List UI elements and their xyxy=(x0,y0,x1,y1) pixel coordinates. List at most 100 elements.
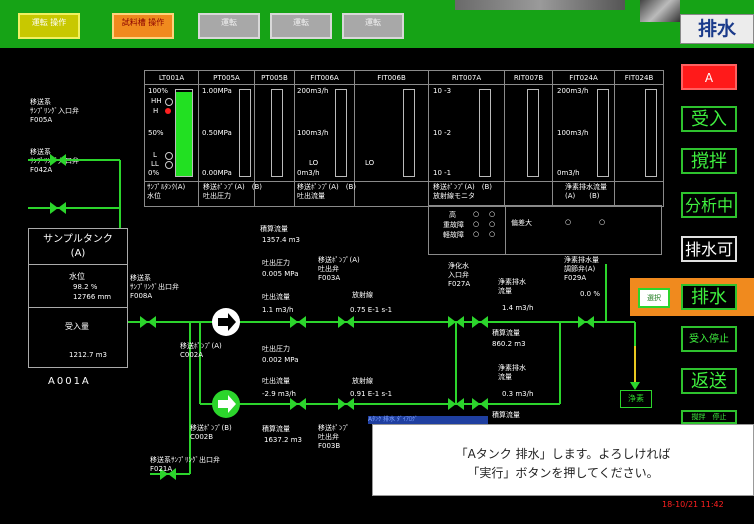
footer-purify: 浄素排水流量 (A) (B) xyxy=(565,183,607,200)
alarm-lamp-ll xyxy=(165,161,173,169)
tank-level-mm: 12766 mm xyxy=(73,293,112,301)
pressure-bar-a xyxy=(239,89,251,177)
tank-level-pct: 98.2 % xyxy=(73,283,98,291)
pump-a-total-value: 1357.4 m3 xyxy=(262,236,300,244)
col-header: LT001A xyxy=(145,71,198,85)
col-header: FIT024A xyxy=(553,71,614,85)
tab-disabled-2[interactable]: 運転 xyxy=(270,13,332,39)
lo-label-b: LO xyxy=(365,159,375,167)
tab-sample-tank[interactable]: 試料槽 操作 xyxy=(112,13,174,39)
instrument-table: LT001A PT005A PT005B FIT006A FIT006B RIT… xyxy=(144,70,664,207)
press-tick-low: 0.00MPa xyxy=(202,169,232,177)
background-photo-strip xyxy=(455,0,625,10)
col-header: RIT007B xyxy=(505,71,552,85)
pump-a-press-value: 0.005 MPa xyxy=(262,270,299,278)
purify-bar-a xyxy=(597,89,609,177)
col-fit006a: FIT006A xyxy=(295,71,355,206)
drain-select-button[interactable]: 選択 xyxy=(638,288,670,308)
tank-recv-value: 1212.7 m3 xyxy=(69,351,107,359)
flow-bar-b xyxy=(403,89,415,177)
tick-0: 0% xyxy=(148,169,160,177)
purify-flow-b-label: 浄素排水 流量 xyxy=(498,364,526,381)
purify-total-label: 積算流量 xyxy=(492,329,520,337)
purify-flow-label: 浄素排水 流量 xyxy=(498,278,526,295)
pump-b-label: 移送ﾎﾟﾝﾌﾟ(B) C002B xyxy=(190,424,232,441)
col-rit007b: RIT007B xyxy=(505,71,553,206)
alarm-divider xyxy=(505,206,506,254)
level-bar-fill xyxy=(176,91,192,176)
purify-valve-label: 浄化水 入口弁 F027A xyxy=(448,262,471,288)
footer-pressure: 移送ﾎﾟﾝﾌﾟ(A) (B) 吐出圧力 xyxy=(203,183,263,200)
pump-b-total-value: 1637.2 m3 xyxy=(264,436,302,444)
inlet-valve-a-label: 移送系 ｻﾝﾌﾟﾘﾝｸﾞ入口弁 F005A xyxy=(30,98,79,124)
pump-a-label: 移送ﾎﾟﾝﾌﾟ(A) C002A xyxy=(180,342,222,359)
sample-tank: サンプルタンク (A) 水位 98.2 % 12766 mm 受入量 1212.… xyxy=(28,228,128,368)
tick-100: 100% xyxy=(148,87,169,95)
col-header: FIT006B xyxy=(355,71,428,85)
alarm-lamps-b: ○○○ xyxy=(489,210,496,238)
drain-destination-box: 浄素 xyxy=(620,390,652,408)
pump-b-press-value: 0.002 MPa xyxy=(262,356,299,364)
rad-tick-mid: 10 -2 xyxy=(433,129,452,137)
col-header: PT005A xyxy=(199,71,254,85)
press-tick-high: 1.00MPa xyxy=(202,87,232,95)
tick-ll: LL xyxy=(151,160,159,168)
press-tick-mid: 0.50MPa xyxy=(202,129,232,137)
col-pt005b: PT005B xyxy=(255,71,295,206)
dialog-line-2: 「実行」ボタンを押してください。 xyxy=(467,466,659,480)
level-bar xyxy=(175,89,193,177)
drain-ok-indicator: 排水可 xyxy=(681,236,737,262)
alarm-deviation-lamp-b: ○ xyxy=(599,218,606,226)
lower-outlet-valve-label: 移送系ｻﾝﾌﾟﾘﾝｸﾞ出口弁 F021A xyxy=(150,456,220,473)
flow-tick-high: 200m3/h xyxy=(297,87,329,95)
col-header: FIT006A xyxy=(295,71,354,85)
stir-button[interactable]: 撹拌 xyxy=(681,148,737,174)
footer-level: ｻﾝﾌﾟﾙﾀﾝｸ(A) 水位 xyxy=(147,183,186,200)
tab-operation[interactable]: 運転 操作 xyxy=(18,13,80,39)
tank-recv-label: 受入量 xyxy=(65,322,89,331)
alarm-lamp-hh xyxy=(165,98,173,106)
receive-button[interactable]: 受入 xyxy=(681,106,737,132)
rad-b-value: 0.91 E-1 s-1 xyxy=(350,390,393,398)
discharge-valve-b-label: 移送ﾎﾟﾝﾌﾟ 吐出弁 F003B xyxy=(318,424,350,450)
pump-b-flow-label: 吐出流量 xyxy=(262,377,290,385)
col-pt005a: PT005A xyxy=(199,71,255,206)
rad-a-value: 0.75 E-1 s-1 xyxy=(350,306,393,314)
rad-tick-high: 10 -3 xyxy=(433,87,452,95)
analyzing-button[interactable]: 分析中 xyxy=(681,192,737,218)
alarm-box: 高 重故障 軽故障 ○○○ ○○○ 偏差大 ○ ○ xyxy=(428,205,662,255)
tank-level-label: 水位 xyxy=(69,272,85,281)
alarm-row-major: 重故障 xyxy=(443,221,464,229)
rad-b-label: 放射線 xyxy=(352,377,373,385)
col-rit007a: RIT007A xyxy=(429,71,505,206)
tab-disabled-3[interactable]: 運転 xyxy=(342,13,404,39)
receive-stop-button[interactable]: 受入停止 xyxy=(681,326,737,352)
discharge-valve-a-label: 移送ﾎﾟﾝﾌﾟ(A) 吐出弁 F003A xyxy=(318,256,360,282)
stir-stop-button[interactable]: 撹拌 停止 xyxy=(681,410,737,424)
pump-a-flow-value: 1.1 m3/h xyxy=(262,306,294,314)
alarm-row-high: 高 xyxy=(449,211,456,219)
background-photo-corner xyxy=(640,0,680,22)
col-fit006b: FIT006B xyxy=(355,71,429,206)
footer-flow: 移送ﾎﾟﾝﾌﾟ(A) (B) 吐出流量 xyxy=(297,183,357,200)
confirm-dialog: 「Aタンク 排水」します。よろしければ 「実行」ボタンを押してください。 xyxy=(372,424,754,496)
footer-radiation: 移送ﾎﾟﾝﾌﾟ(A) (B) 放射線モニタ xyxy=(433,183,493,200)
purify-control-valve-label: 浄素排水量 調節弁(A) F029A xyxy=(564,256,599,282)
flow-tick-low: 0m3/h xyxy=(297,169,320,177)
tank-divider xyxy=(29,307,127,308)
alarm-lamps-a: ○○○ xyxy=(473,210,480,238)
drain-button[interactable]: 排水 xyxy=(681,284,737,310)
pump-a-total-label: 積算流量 xyxy=(260,225,288,233)
tick-50: 50% xyxy=(148,129,164,137)
footer-divider xyxy=(145,181,663,182)
return-button[interactable]: 返送 xyxy=(681,368,737,394)
rad-tick-low: 10 -1 xyxy=(433,169,452,177)
purify-tick-low: 0m3/h xyxy=(557,169,580,177)
alarm-row-minor: 軽故障 xyxy=(443,231,464,239)
tick-l: L xyxy=(153,151,157,159)
tank-a-indicator: A xyxy=(681,64,737,90)
purify-flow-value: 1.4 m3/h xyxy=(502,304,534,312)
tab-disabled-1[interactable]: 運転 xyxy=(198,13,260,39)
